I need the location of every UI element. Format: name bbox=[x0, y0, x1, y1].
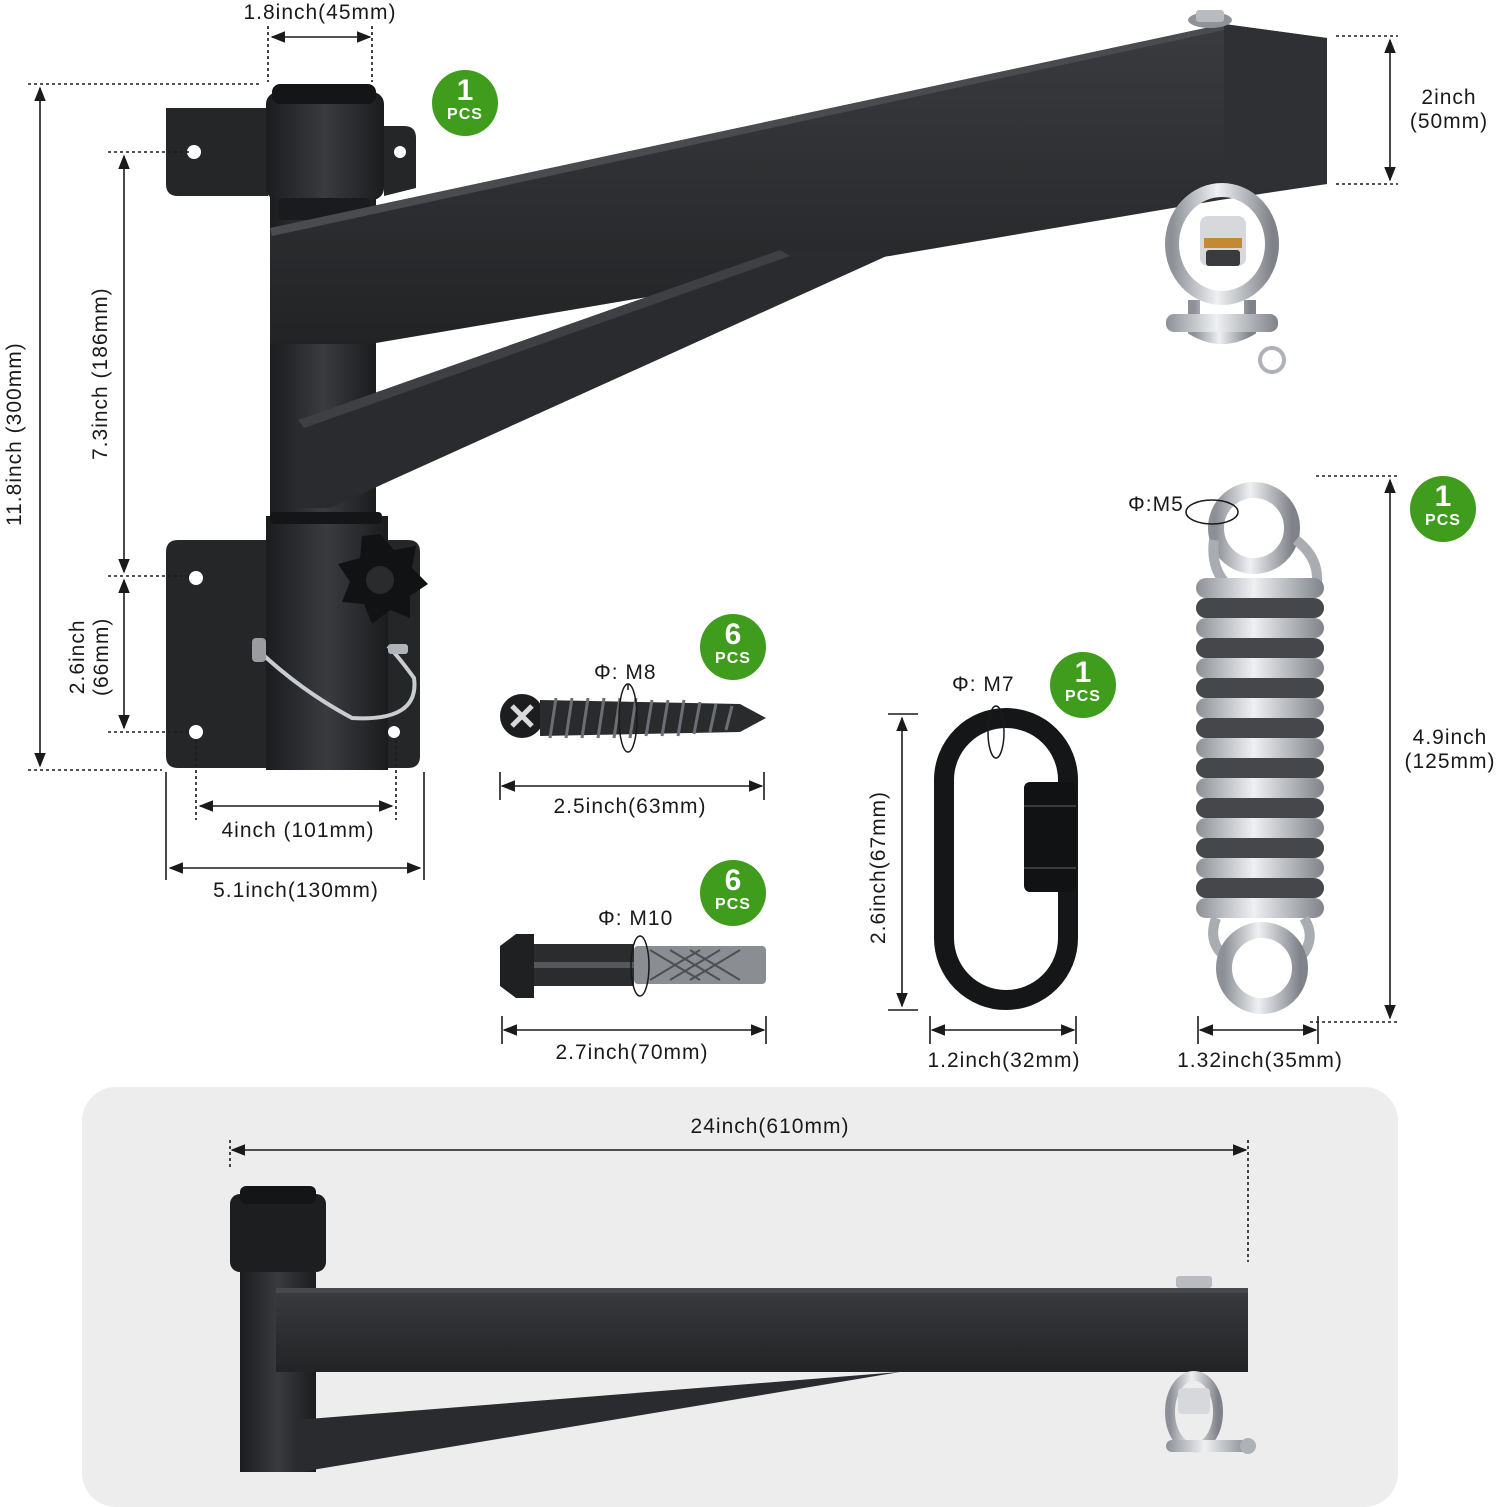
expansion-anchor-bolt bbox=[500, 934, 766, 998]
quick-link-quantity-unit: PCS bbox=[1065, 688, 1101, 705]
spring-height-line1: 4.9inch bbox=[1412, 726, 1488, 749]
bracket-quantity-badge: 1 PCS bbox=[432, 70, 498, 136]
lag-screw bbox=[500, 683, 766, 753]
quick-link-width-label: 1.2inch(32mm) bbox=[927, 1049, 1081, 1072]
spring-diameter-label: Φ:M5 bbox=[1128, 493, 1184, 516]
bolt-length-label: 2.7inch(70mm) bbox=[555, 1041, 709, 1064]
beam-height-label: 2inch (50mm) bbox=[1404, 86, 1494, 134]
spring-height-line2: (125mm) bbox=[1404, 750, 1496, 774]
bracket-quantity-number: 1 bbox=[456, 74, 474, 107]
lower-hole-spacing-line1: 2.6inch bbox=[66, 619, 89, 695]
lower-hole-spacing-line2: (66mm) bbox=[90, 617, 114, 696]
spring-quantity-unit: PCS bbox=[1425, 512, 1461, 529]
beam-height-line2: (50mm) bbox=[1409, 110, 1489, 134]
dimension-lines bbox=[28, 26, 1398, 1262]
spring-quantity-number: 1 bbox=[1434, 480, 1452, 513]
screw-diameter-label: Φ: M8 bbox=[594, 661, 657, 684]
spring-width-label: 1.32inch(35mm) bbox=[1177, 1049, 1343, 1072]
spring-quantity-badge: 1 PCS bbox=[1410, 476, 1476, 542]
quick-link bbox=[934, 705, 1078, 1010]
quick-link-height-label: 2.6inch(67mm) bbox=[867, 790, 890, 944]
bracket-quantity-unit: PCS bbox=[447, 106, 483, 123]
top-tube-width-label: 1.8inch(45mm) bbox=[243, 1, 397, 24]
bolt-quantity-badge: 6 PCS bbox=[700, 860, 766, 926]
upper-hole-spacing-label: 7.3inch (186mm) bbox=[89, 287, 112, 460]
illustration-canvas bbox=[28, 10, 1398, 1472]
quick-link-diameter-label: Φ: M7 bbox=[952, 673, 1015, 696]
plate-width-label: 5.1inch(130mm) bbox=[213, 879, 379, 902]
screw-quantity-badge: 6 PCS bbox=[700, 614, 766, 680]
quick-link-quantity-number: 1 bbox=[1074, 656, 1092, 689]
screw-quantity-number: 6 bbox=[724, 618, 742, 651]
beam-height-line1: 2inch bbox=[1421, 86, 1477, 109]
bolt-diameter-label: Φ: M10 bbox=[598, 907, 674, 930]
product-dimension-sheet: 1.8inch(45mm) 11.8inch (300mm) 7.3inch (… bbox=[3, 1, 1500, 1507]
quick-link-quantity-badge: 1 PCS bbox=[1050, 652, 1116, 718]
bolt-quantity-number: 6 bbox=[724, 864, 742, 897]
arm-length-label: 24inch(610mm) bbox=[690, 1115, 850, 1138]
plate-hole-width-label: 4inch (101mm) bbox=[221, 819, 375, 842]
arm-side-view bbox=[230, 1186, 1256, 1472]
wall-bracket bbox=[166, 10, 1327, 770]
screw-quantity-unit: PCS bbox=[715, 650, 751, 667]
extension-spring bbox=[1185, 482, 1324, 1014]
lower-hole-spacing-label: 2.6inch (66mm) bbox=[66, 618, 114, 696]
screw-length-label: 2.5inch(63mm) bbox=[553, 795, 707, 818]
total-height-label: 11.8inch (300mm) bbox=[3, 342, 26, 526]
bolt-quantity-unit: PCS bbox=[715, 896, 751, 913]
spring-height-label: 4.9inch (125mm) bbox=[1398, 726, 1500, 774]
